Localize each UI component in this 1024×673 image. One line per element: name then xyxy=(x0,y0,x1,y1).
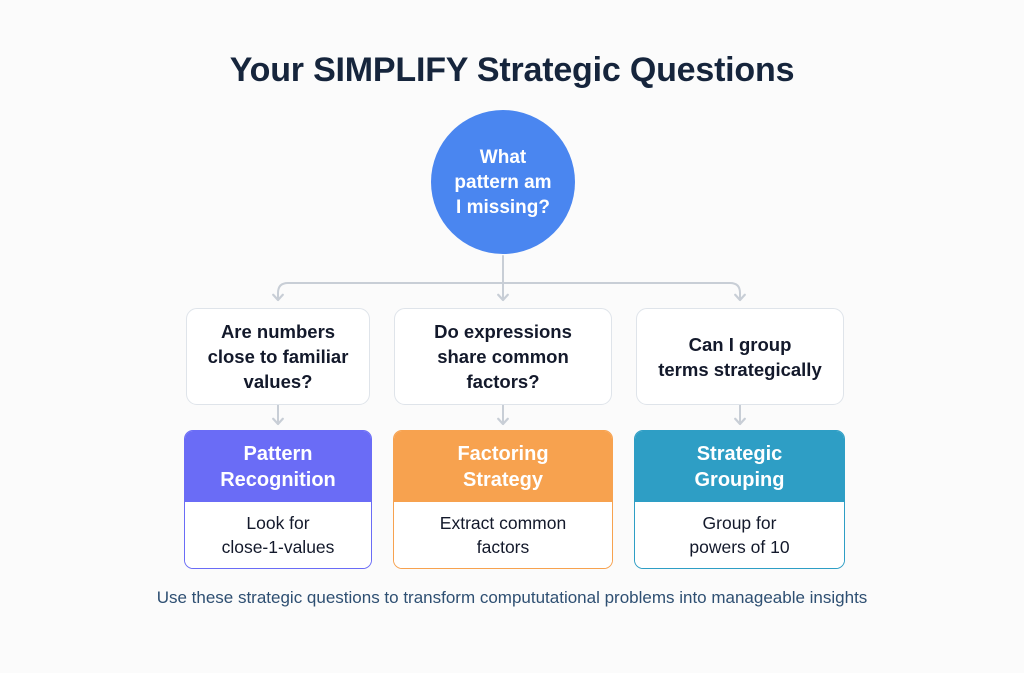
strategy-body-line: factors xyxy=(476,537,530,557)
strategy-header-line: Strategic xyxy=(696,442,783,465)
question-line: Can I group xyxy=(688,333,792,355)
root-line-2: pattern am xyxy=(454,171,552,193)
strategy-card-header: Pattern Recognition xyxy=(185,431,371,502)
question-line: Do expressions xyxy=(434,321,572,342)
strategy-body-line: Group for xyxy=(702,513,777,533)
strategy-card-pattern-recognition[interactable]: Pattern Recognition Look for close-1-val… xyxy=(184,430,372,569)
question-line: terms strategically xyxy=(658,358,822,380)
strategy-card-strategic-grouping[interactable]: Strategic Grouping Group for powers of 1… xyxy=(634,430,845,569)
strategy-card-header: Factoring Strategy xyxy=(394,431,612,502)
strategy-header-line: Strategy xyxy=(462,468,544,491)
strategy-card-body: Extract common factors xyxy=(394,502,612,568)
question-box-group-terms[interactable]: Can I group terms strategically xyxy=(636,308,844,405)
strategy-card-header: Strategic Grouping xyxy=(635,431,844,502)
question-line: values? xyxy=(243,371,313,392)
strategy-card-factoring-strategy[interactable]: Factoring Strategy Extract common factor… xyxy=(393,430,613,569)
strategy-header-line: Pattern xyxy=(243,442,313,465)
root-line-1: What xyxy=(479,146,527,168)
root-question-node[interactable]: What pattern am I missing? xyxy=(431,110,575,254)
question-line: factors? xyxy=(466,371,540,392)
strategy-card-body: Look for close-1-values xyxy=(185,502,371,568)
root-line-3: I missing? xyxy=(456,196,550,218)
strategy-body-line: Look for xyxy=(246,513,310,533)
strategy-body-line: powers of 10 xyxy=(689,537,790,557)
footer-caption: Use these strategic questions to transfo… xyxy=(156,588,868,607)
strategy-header-line: Grouping xyxy=(694,468,785,491)
connector-bus-right xyxy=(502,282,746,302)
strategy-card-body: Group for powers of 10 xyxy=(635,502,844,568)
strategy-body-line: close-1-values xyxy=(221,537,335,557)
strategy-header-line: Factoring xyxy=(457,442,549,465)
connector-bus-left xyxy=(272,282,504,302)
question-line: close to familiar xyxy=(207,346,349,367)
question-box-familiar-values[interactable]: Are numbers close to familiar values? xyxy=(186,308,370,405)
strategy-body-line: Extract common xyxy=(439,513,567,533)
question-box-common-factors[interactable]: Do expressions share common factors? xyxy=(394,308,612,405)
question-line: Are numbers xyxy=(220,321,336,342)
page-title: Your SIMPLIFY Strategic Questions xyxy=(229,51,795,89)
question-line: share common xyxy=(437,346,569,367)
strategy-header-line: Recognition xyxy=(220,468,336,491)
